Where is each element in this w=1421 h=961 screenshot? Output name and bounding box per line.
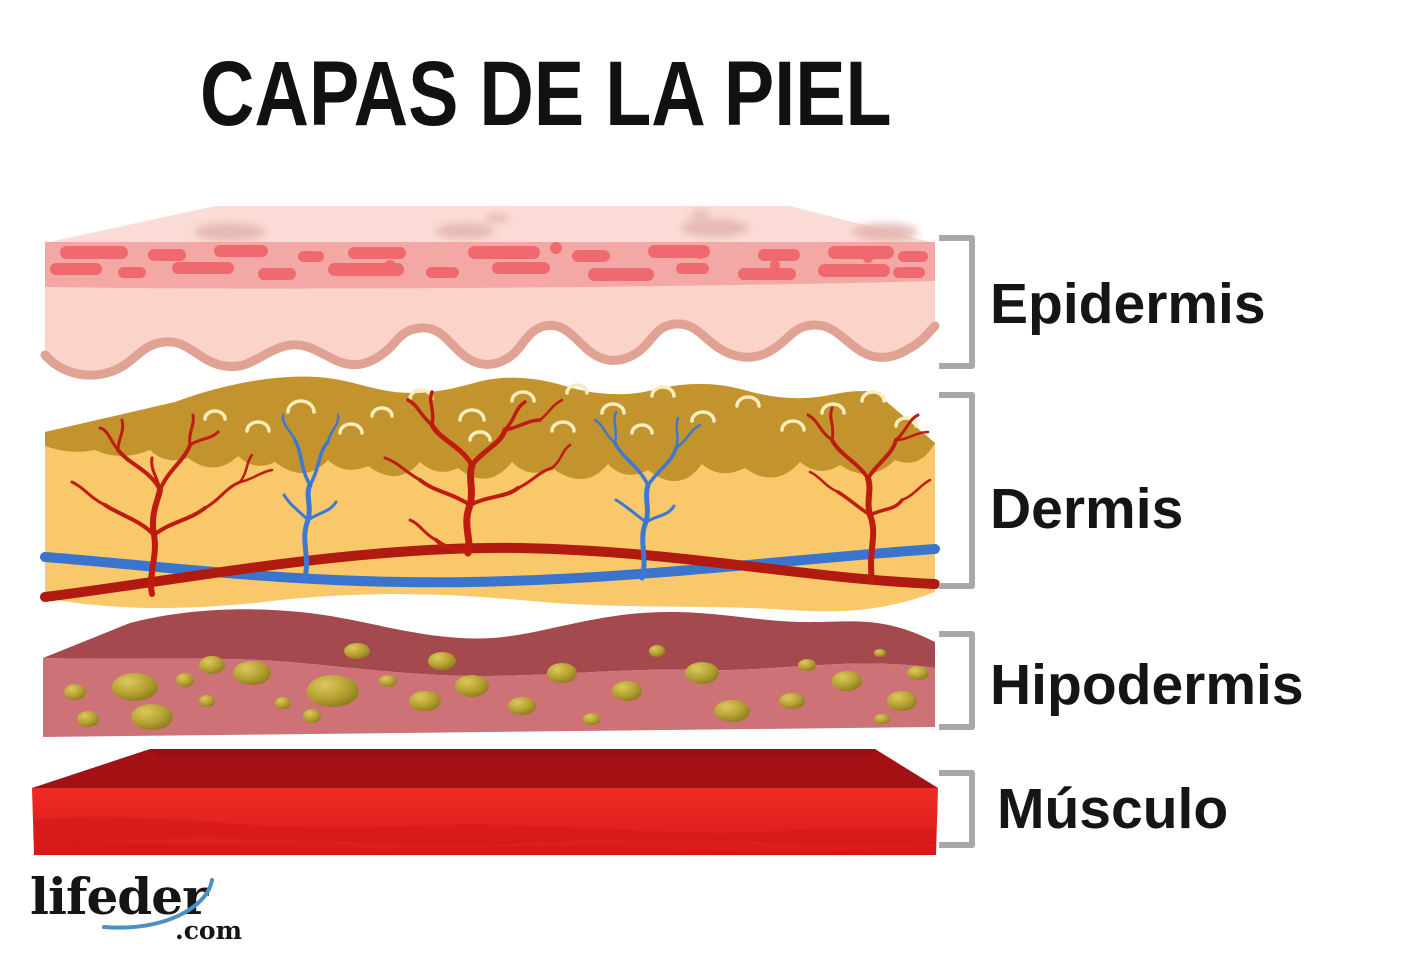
artery-tree — [70, 413, 274, 597]
dermis-bracket — [939, 392, 975, 589]
vein-tree — [281, 413, 340, 581]
hipodermis-layer-graphic — [43, 609, 935, 737]
artery-horizontal — [40, 542, 940, 602]
label-epidermis: Epidermis — [990, 272, 1266, 336]
fat-globules — [64, 643, 929, 730]
vein-horizontal — [40, 544, 940, 588]
label-musculo: Músculo — [997, 777, 1229, 841]
vein-tree — [593, 410, 702, 581]
hipodermis-bracket — [939, 631, 975, 730]
logo-tld: .com — [175, 916, 243, 945]
artery-tree — [806, 406, 932, 583]
page-title: CAPAS DE LA PIEL — [200, 43, 892, 145]
label-dermis: Dermis — [990, 477, 1184, 541]
lifeder-logo: lifeder .com — [28, 872, 288, 957]
dermis-layer-graphic — [40, 376, 940, 612]
muscle-layer-graphic — [32, 749, 938, 855]
musculo-bracket — [939, 770, 975, 848]
epidermis-layer-graphic — [40, 206, 940, 380]
epidermis-bracket — [939, 235, 975, 369]
label-hipodermis: Hipodermis — [990, 653, 1304, 717]
logo-wordmark: lifeder — [30, 867, 208, 926]
artery-tree — [383, 390, 572, 557]
logo-swoosh-icon — [102, 878, 214, 930]
